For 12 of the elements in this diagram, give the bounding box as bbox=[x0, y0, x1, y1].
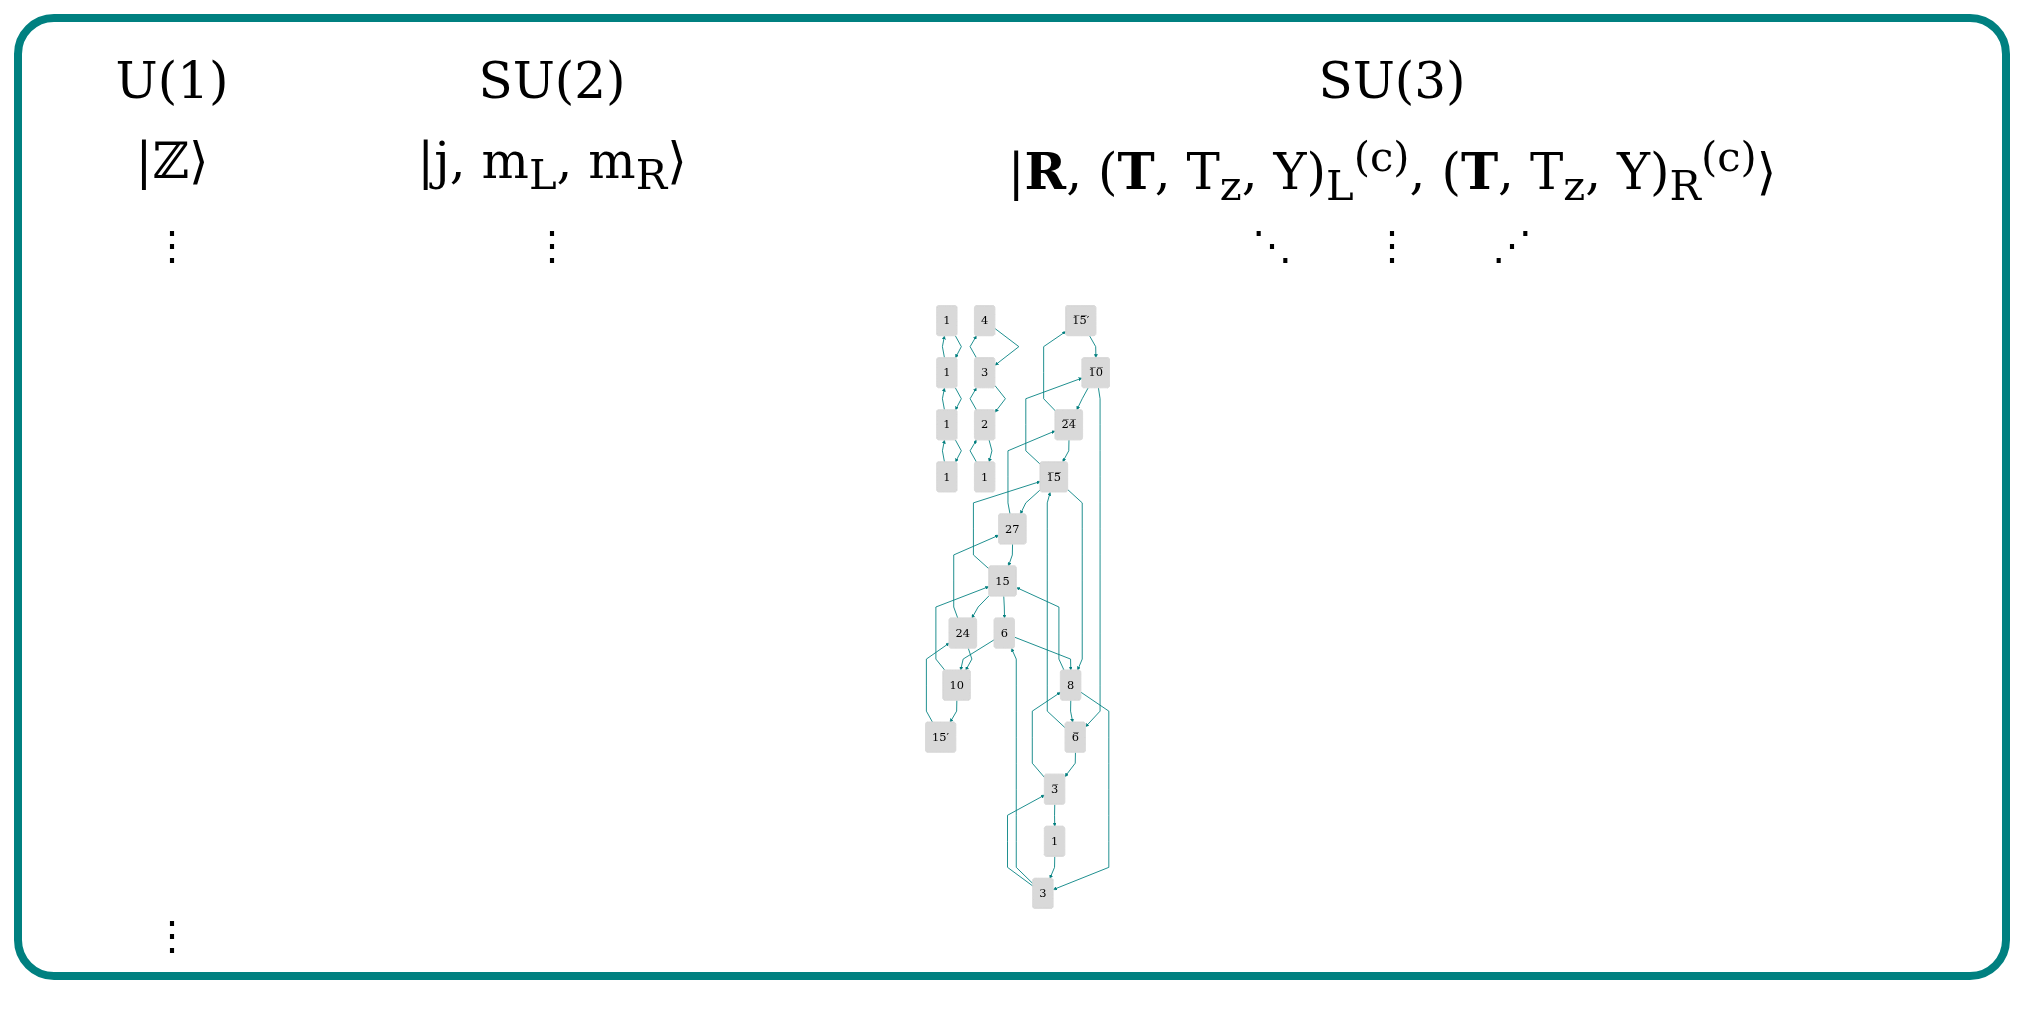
ellipsis-dots: ⋱ bbox=[1252, 222, 1292, 268]
group-heading: U(1) bbox=[115, 52, 229, 110]
ellipsis-dots: ⋮ bbox=[532, 222, 572, 268]
ellipsis-dots: ⋮ bbox=[1372, 222, 1412, 268]
state-ket: |ℤ⟩ bbox=[135, 132, 209, 190]
ellipsis-dots: ⋮ bbox=[152, 912, 192, 958]
group-heading: SU(3) bbox=[1318, 52, 1466, 110]
ellipsis-dots: ⋮ bbox=[152, 222, 192, 268]
group-heading: SU(2) bbox=[478, 52, 626, 110]
state-ket: |j, m$_{L}$, m$_{R}$⟩ bbox=[417, 132, 687, 199]
ellipsis-dots: ⋰ bbox=[1492, 222, 1532, 268]
state-ket: |R, (T, T$_{z}$, Y)$_{L}$$^{(c)}$, (T, T$_{z}$, Y)$_{R}$$^{(c)}$⟩ bbox=[1007, 132, 1777, 210]
